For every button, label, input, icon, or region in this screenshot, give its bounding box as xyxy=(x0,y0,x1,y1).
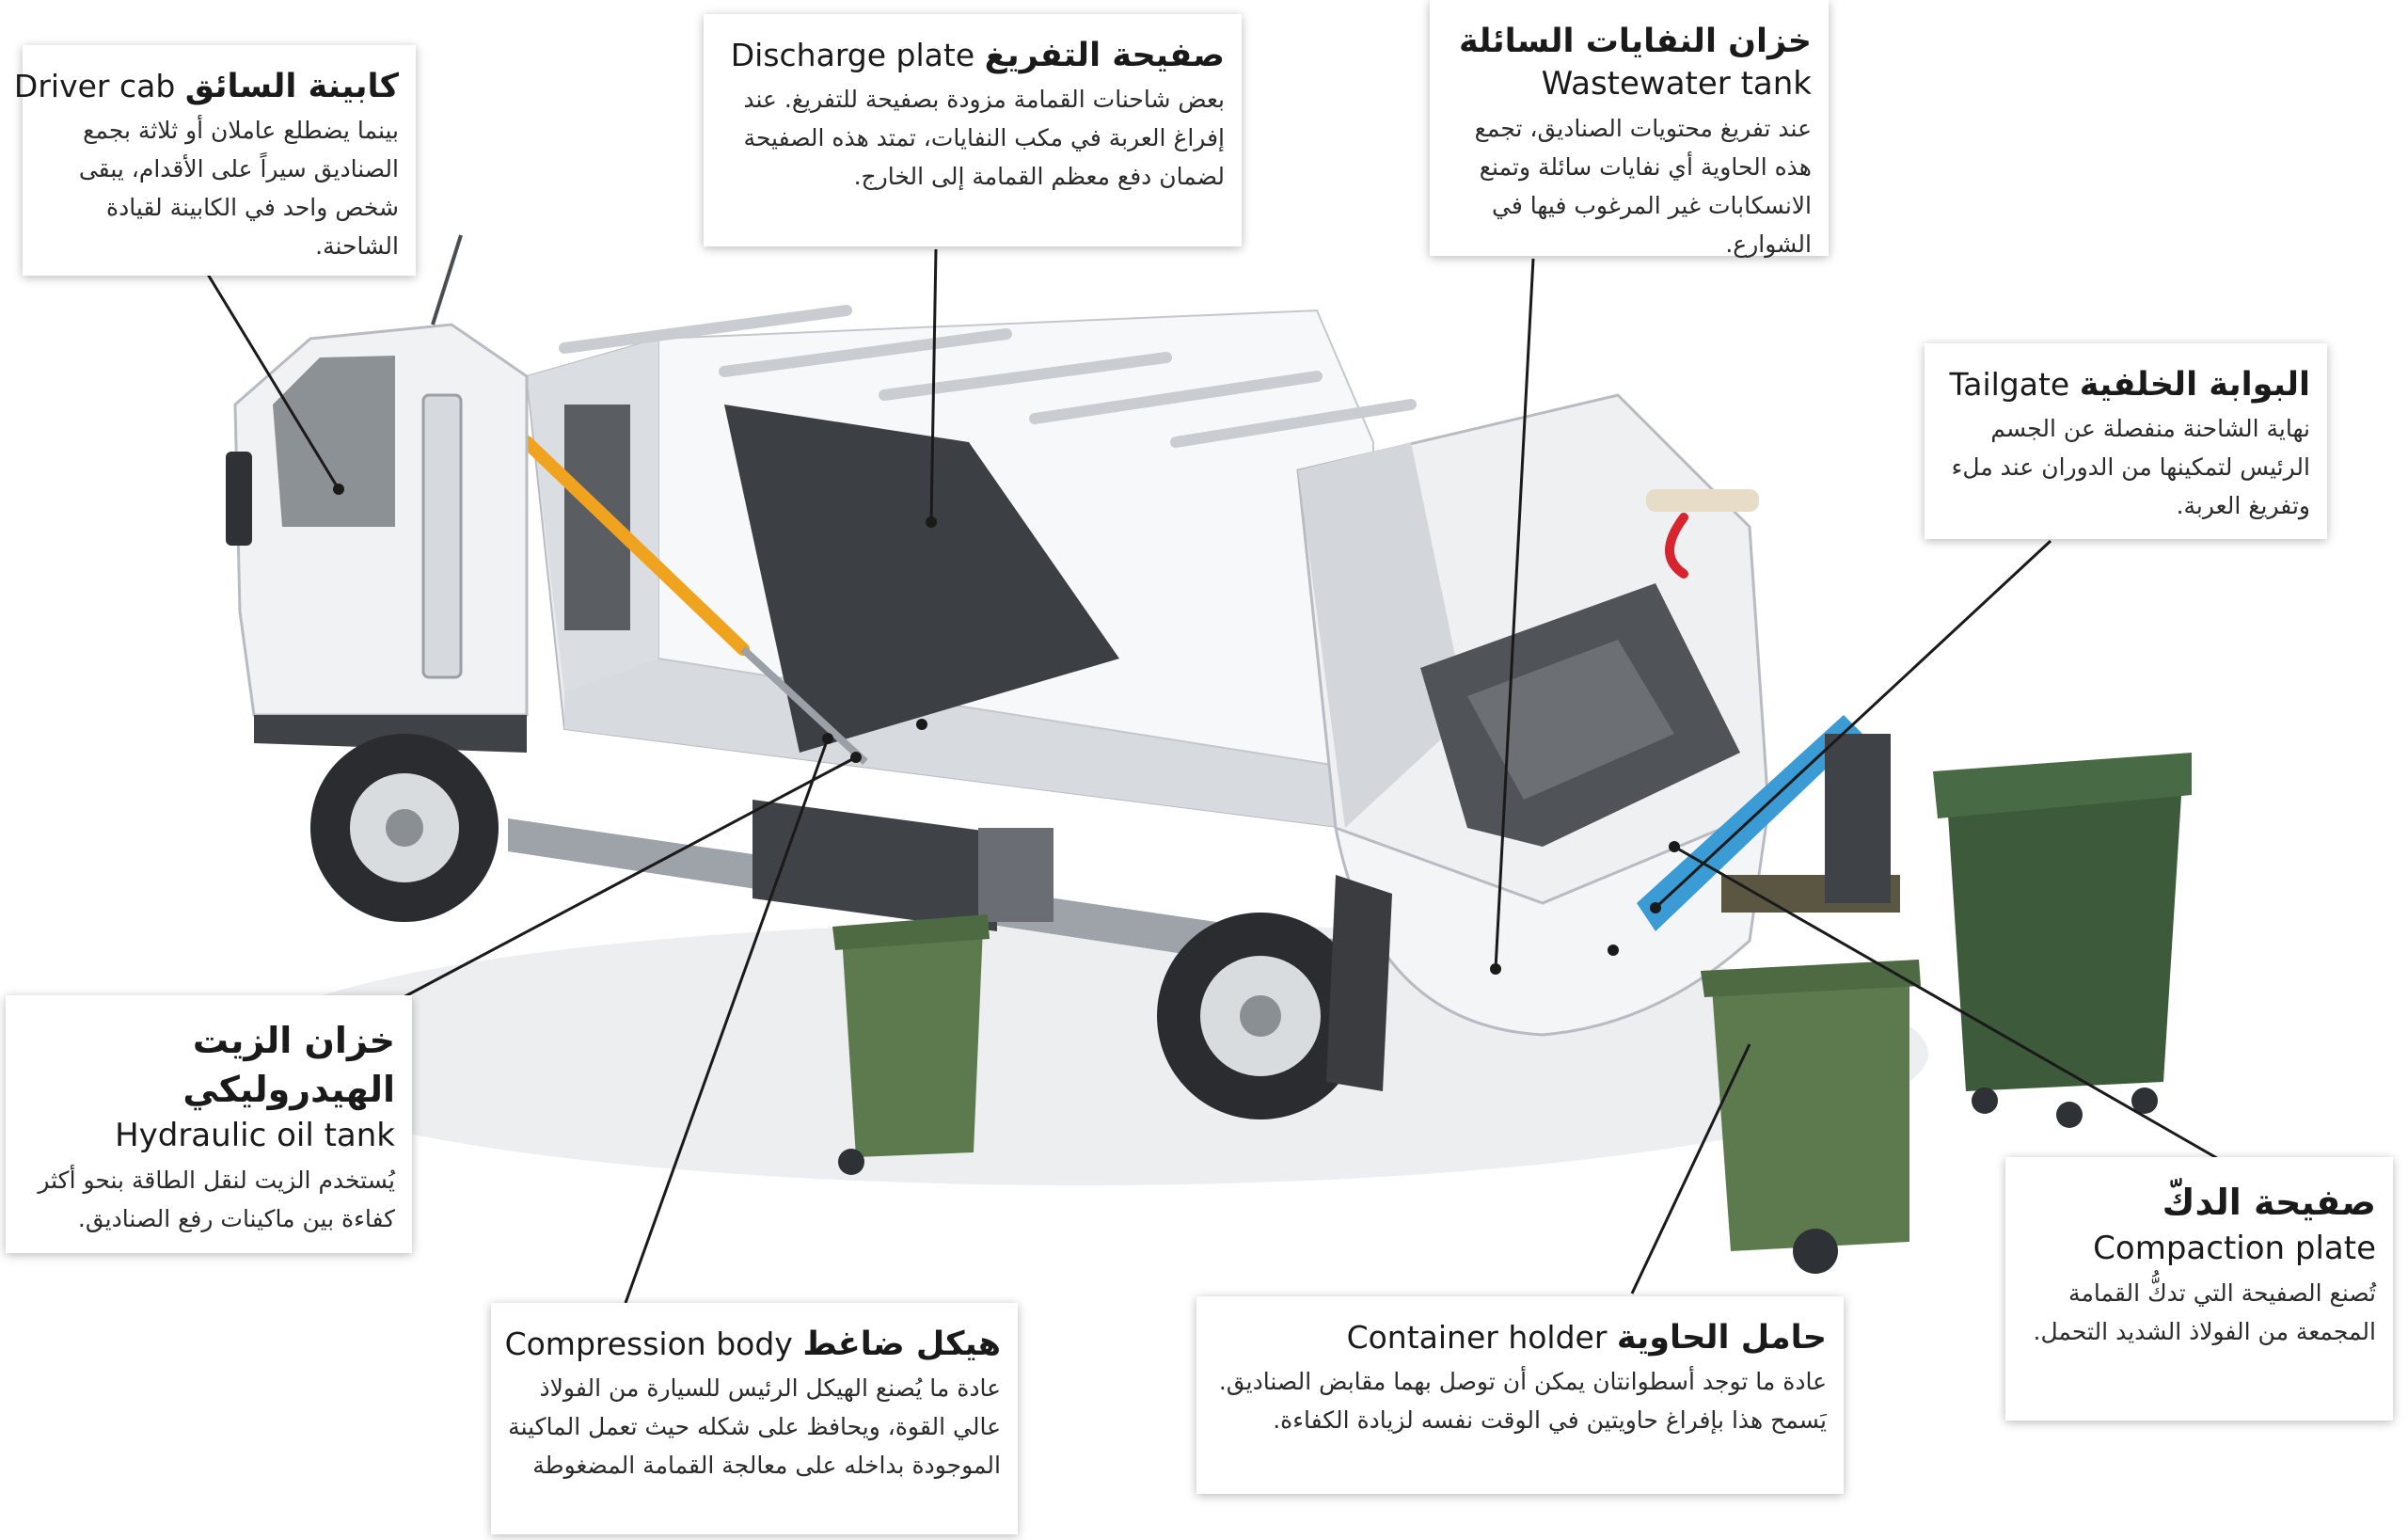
compression-body-floor xyxy=(564,659,1373,828)
callout-compaction-plate: صفيحة الدكّ Compaction plate تُصنع الصفي… xyxy=(2005,1157,2393,1421)
driver-cab-title-en: Driver cab xyxy=(13,68,176,104)
wastewater-tank-title-en: Wastewater tank xyxy=(1541,65,1812,103)
leader-wastewater-tank xyxy=(1494,258,1535,970)
leader-compaction-plate xyxy=(1673,845,2249,1178)
rear-wheel xyxy=(1157,913,1364,1119)
compaction-plate-title-ar: صفيحة الدكّ xyxy=(2162,1182,2376,1223)
tailgate-description: نهاية الشاحنة منفصلة عن الجسم الرئيس لتم… xyxy=(1951,415,2310,519)
side-mirror xyxy=(226,452,252,546)
wastewater-tank-title-ar: خزان النفايات السائلة xyxy=(1458,23,1812,60)
callout-title: حامل الحاوية Container holder xyxy=(1213,1317,1827,1358)
leader-container-holder xyxy=(1630,1043,1751,1294)
front-wheel xyxy=(310,734,499,922)
compression-body-title-ar: هيكل ضاغط xyxy=(802,1326,1001,1363)
compaction-plate-title-en: Compaction plate xyxy=(2093,1230,2376,1267)
callout-title: البوابة الخلفية Tailgate xyxy=(1941,364,2310,405)
leader-discharge-plate xyxy=(929,248,938,523)
hydraulic-oil-tank-title-ar: خزان الزيت الهيدروليكي xyxy=(182,1020,395,1110)
hydraulic-oil-tank-title-en: Hydraulic oil tank xyxy=(115,1117,395,1154)
leader-lines xyxy=(205,248,2249,1304)
callout-wastewater-tank: خزان النفايات السائلة Wastewater tank عن… xyxy=(1430,0,1829,258)
hook xyxy=(1665,513,1688,579)
container-holder-description: عادة ما توجد أسطوانتان يمكن أن توصل بهما… xyxy=(1218,1368,1827,1434)
discharge-plate-description: بعض شاحنات القمامة مزودة بصفيحة للتفريغ.… xyxy=(743,86,1225,190)
compression-body-title-en: Compression body xyxy=(504,1326,793,1362)
driver-cab-description: بينما يضطلع عاملان أو ثلاثة بجمع الصنادي… xyxy=(78,117,399,260)
discharge-plate-title-en: Discharge plate xyxy=(730,37,975,73)
wastewater-tank-description: عند تفريغ محتويات الصناديق، تجمع هذه الح… xyxy=(1474,115,1812,258)
hydraulic-oil-tank-description: يُستخدم الزيت لنقل الطاقة بنحو أكثر كفاء… xyxy=(38,1167,395,1232)
callout-title: هيكل ضاغط Compression body xyxy=(504,1324,1001,1365)
container-holder-title-ar: حامل الحاوية xyxy=(1616,1319,1827,1357)
driver-cab-title-ar: كابينة السائق xyxy=(184,68,399,105)
bin-right xyxy=(1933,753,2192,1128)
callout-title: صفيحة التفريغ Discharge plate xyxy=(721,35,1225,76)
callout-compression-body: هيكل ضاغط Compression body عادة ما يُصنع… xyxy=(491,1303,1018,1534)
callout-driver-cab: كابينة السائق Driver cab بينما يضطلع عام… xyxy=(14,45,416,276)
container-holder-title-en: Container holder xyxy=(1346,1319,1608,1356)
compression-body-description: عادة ما يُصنع الهيكل الرئيس للسيارة من ا… xyxy=(508,1374,1001,1479)
leader-tailgate xyxy=(1654,539,2052,910)
leader-hydraulic-oil-tank xyxy=(385,755,857,1008)
bin-middle xyxy=(1701,960,1921,1274)
callout-discharge-plate: صفيحة التفريغ Discharge plate بعض شاحنات… xyxy=(704,14,1242,246)
discharge-plate-title-ar: صفيحة التفريغ xyxy=(984,37,1225,74)
leader-driver-cab xyxy=(205,272,341,490)
hydraulic-ram-front xyxy=(520,436,750,656)
callout-tailgate: البوابة الخلفية Tailgate نهاية الشاحنة م… xyxy=(1925,343,2327,539)
callout-hydraulic-oil-tank: خزان الزيت الهيدروليكي Hydraulic oil tan… xyxy=(6,995,412,1253)
tailgate-title-ar: البوابة الخلفية xyxy=(2079,366,2310,404)
leader-compression-body xyxy=(624,738,830,1304)
roof-ribs xyxy=(559,305,1417,448)
compaction-plate-description: تُصنع الصفيحة التي تدكُّ القمامة المجمعة… xyxy=(2033,1279,2376,1345)
callout-container-holder: حامل الحاوية Container holder عادة ما تو… xyxy=(1196,1296,1844,1494)
leader-dots xyxy=(333,484,1680,975)
discharge-plate xyxy=(724,405,1119,753)
tailgate-title-en: Tailgate xyxy=(1949,366,2070,403)
hydraulic-oil-tank xyxy=(752,800,997,931)
callout-title: كابينة السائق Driver cab xyxy=(14,66,399,107)
bin-left xyxy=(832,914,990,1175)
cab-window xyxy=(273,356,395,527)
